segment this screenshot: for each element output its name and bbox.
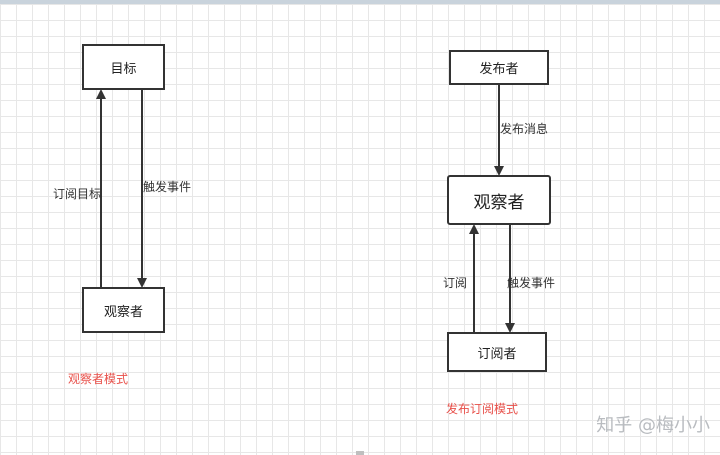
caption-observer-pattern: 观察者模式 (68, 372, 129, 386)
node-observer[interactable]: 观察者 (82, 287, 165, 333)
node-subscriber[interactable]: 订阅者 (447, 332, 547, 372)
label-trigger-event: 触发事件 (143, 180, 192, 194)
label-subscribe-broker: 订阅 (443, 276, 468, 290)
node-publisher[interactable]: 发布者 (449, 50, 549, 85)
diagram-canvas (0, 4, 720, 455)
caption-pubsub-pattern: 发布订阅模式 (446, 402, 519, 416)
watermark-text: 知乎 @梅小小 (596, 415, 710, 436)
scroll-indicator (356, 451, 364, 455)
node-broker[interactable]: 观察者 (447, 175, 551, 225)
window-top-border (0, 0, 720, 4)
label-trigger-subscriber: 触发事件 (507, 276, 556, 290)
node-subject[interactable]: 目标 (82, 44, 165, 90)
label-publish-message: 发布消息 (500, 122, 549, 136)
label-subscribe-subject: 订阅目标 (53, 187, 102, 201)
